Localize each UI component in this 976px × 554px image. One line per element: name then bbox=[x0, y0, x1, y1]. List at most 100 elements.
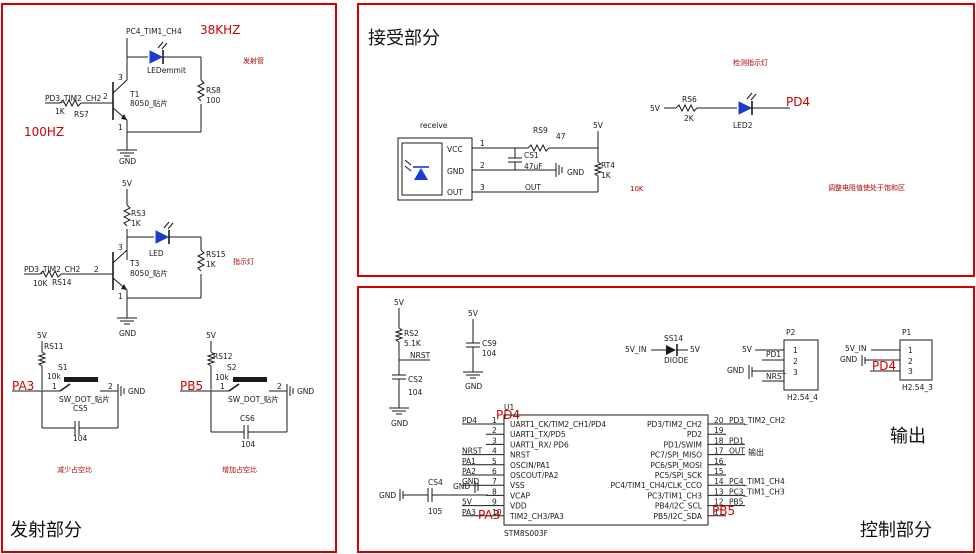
rt4-value: 1K bbox=[601, 171, 612, 180]
p2-designator: P2 bbox=[786, 328, 796, 337]
p1-5vin-net: 5V_IN bbox=[845, 344, 866, 353]
section-title-transmit: 发射部分 bbox=[10, 520, 82, 541]
u1-left-pin-number: 8 bbox=[492, 487, 497, 496]
reset-vcc-5v: 5V bbox=[394, 298, 405, 307]
receiver-module-body bbox=[397, 137, 473, 201]
p1-connector-body bbox=[899, 339, 933, 381]
emitter-driver-circuit: PC4_TIM1_CH4 38KHZ 发射管 LEDemmit RS8 100 … bbox=[24, 23, 264, 166]
u1-right-pin-name: PB4/I2C_SCL bbox=[655, 502, 703, 511]
t3-gnd: GND bbox=[119, 329, 136, 338]
p2-5v-net: 5V bbox=[742, 345, 753, 354]
receive-vcc-5v: 5V bbox=[593, 121, 604, 130]
rs3-value: 1K bbox=[131, 219, 142, 228]
diode-icon bbox=[666, 345, 676, 355]
s2-pin1: 1 bbox=[220, 382, 225, 391]
u1-right-pin-number: 13 bbox=[714, 487, 724, 496]
freq-100hz-note: 100HZ bbox=[24, 125, 64, 139]
net-label-pd4-receive: PD4 bbox=[786, 95, 810, 109]
cs9-designator: CS9 bbox=[482, 339, 497, 348]
p2-connector-body bbox=[783, 339, 819, 391]
u1-designator: U1 bbox=[504, 403, 514, 412]
u1-right-pin-name: PD1/SWIM bbox=[664, 440, 702, 449]
u1-right-pin-number: 19 bbox=[714, 426, 724, 435]
u1-left-pin-name: VCAP bbox=[510, 491, 530, 500]
u1-pa3-note: PA3 bbox=[478, 508, 500, 522]
transmit-section-frame bbox=[1, 3, 337, 553]
p1-gnd-net: GND bbox=[840, 355, 857, 364]
u1-right-pin-name: PD3/TIM2_CH2 bbox=[647, 420, 702, 429]
section-title-receive: 接受部分 bbox=[368, 28, 440, 49]
control-section-frame bbox=[357, 286, 975, 553]
cs4-gnd: GND bbox=[379, 491, 396, 500]
s2-gnd: GND bbox=[297, 387, 314, 396]
u1-left-net-label: PD4 bbox=[462, 416, 477, 425]
u1-right-net-label: PD1 bbox=[729, 436, 744, 445]
rs9-value: 47 bbox=[556, 132, 566, 141]
u1-chip-body bbox=[503, 414, 709, 526]
cs4-value: 105 bbox=[428, 507, 443, 516]
diode-input-net: 5V_IN bbox=[625, 345, 646, 354]
receive-out-net: OUT bbox=[525, 183, 541, 192]
u1-part: STM8S003F bbox=[504, 529, 548, 538]
u1-right-pin-name: PB5/I2C_SDA bbox=[654, 512, 703, 521]
u1-left-pin-number: 2 bbox=[492, 426, 497, 435]
u1-left-pin-name: VSS bbox=[510, 481, 525, 490]
receiver-pin2: 2 bbox=[480, 161, 485, 170]
t3-pin1: 1 bbox=[118, 292, 123, 301]
rt4-designator: RT4 bbox=[601, 161, 615, 170]
indicator-driver-circuit: 5V RS3 1K LED RS15 1K 指示灯 3 1 2 T3 8050_… bbox=[24, 179, 254, 338]
s1-pin1: 1 bbox=[52, 382, 57, 391]
s2-vcc-5v: 5V bbox=[206, 331, 217, 340]
s1-designator: S1 bbox=[58, 363, 68, 372]
p2-nrst-net: NRST bbox=[766, 372, 787, 381]
t1-pin1: 1 bbox=[118, 123, 123, 132]
button-s1-circuit: 5V RS11 10k 1 S1 PA3 2 GND SW_DOT_贴片 CS5… bbox=[12, 331, 145, 474]
u1-left-pin-name: UART1_RX/ PD6 bbox=[510, 440, 569, 449]
cs5-designator: CS5 bbox=[73, 404, 88, 413]
u1-left-pin-name: UART1_CK/TIM2_CH1/PD4 bbox=[510, 420, 606, 429]
u1-right-net-label: PC4_TIM1_CH4 bbox=[729, 477, 785, 486]
indicator-note: 指示灯 bbox=[233, 257, 254, 266]
receiver-pin1: 1 bbox=[480, 139, 485, 148]
rs14-value: 10K bbox=[33, 279, 49, 288]
ss14-designator: SS14 bbox=[664, 334, 683, 343]
receive-circuit: 检测指示灯 5V RS6 2K LED2 PD4 receive VCC GND… bbox=[397, 58, 905, 201]
reset-gnd: GND bbox=[391, 419, 408, 428]
p1-part: H2.54_3 bbox=[902, 383, 933, 392]
cs2-designator: CS2 bbox=[408, 375, 423, 384]
u1-right-pin-name: PC5/SPI_SCK bbox=[655, 471, 703, 480]
p2-pd1-net: PD1 bbox=[766, 350, 781, 359]
cs2-value: 104 bbox=[408, 388, 423, 397]
u1-left-pin-number: 3 bbox=[492, 436, 497, 445]
u1-right-net-label: PC3_TIM1_CH3 bbox=[729, 487, 785, 496]
led-indicator-icon bbox=[155, 230, 170, 244]
receive-10k-note: 10K bbox=[630, 185, 644, 193]
u1-right-pin-number: 11 bbox=[714, 508, 724, 517]
s1-vcc-5v: 5V bbox=[37, 331, 48, 340]
cs4-designator: CS4 bbox=[428, 478, 443, 487]
s1-gnd: GND bbox=[128, 387, 145, 396]
u1-left-pin-number: 9 bbox=[492, 498, 497, 507]
u1-right-pin-number: 17 bbox=[714, 447, 724, 456]
increase-duty-note: 增加占空比 bbox=[222, 465, 257, 474]
net-label-pb5-transmit: PB5 bbox=[180, 379, 203, 393]
s2-part: SW_DOT_贴片 bbox=[228, 394, 279, 404]
rs2-designator: RS2 bbox=[404, 329, 419, 338]
t3-designator: T3 bbox=[129, 259, 140, 268]
t1-pin2: 2 bbox=[103, 92, 108, 101]
u1-left-net-label: PA2 bbox=[462, 467, 476, 476]
t1-gnd: GND bbox=[119, 157, 136, 166]
cs6-value: 104 bbox=[241, 440, 256, 449]
cs9-value: 104 bbox=[482, 349, 497, 358]
receiver-module-name: receive bbox=[420, 121, 448, 130]
rs12-value: 10k bbox=[215, 373, 230, 382]
rs14-designator: RS14 bbox=[52, 278, 72, 287]
p2-pin3: 3 bbox=[793, 368, 798, 377]
led-indicator-label: LED bbox=[149, 249, 164, 258]
s1-button-icon bbox=[64, 377, 98, 382]
s2-pin2: 2 bbox=[277, 382, 282, 391]
u1-left-pin-name: VDD bbox=[510, 502, 527, 511]
